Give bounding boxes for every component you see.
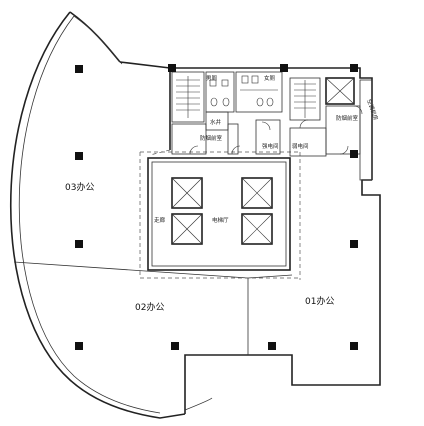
label-women-wc: 女厕 [264, 74, 276, 82]
column [75, 65, 83, 73]
core [139, 151, 301, 280]
smoke-room-right [325, 105, 361, 155]
column [168, 64, 176, 72]
vertical-shaft [359, 79, 373, 181]
label-smoke-room-right: 防烟前室 [336, 114, 359, 122]
label-smoke-room-left: 防烟前室 [200, 134, 223, 142]
column [280, 64, 288, 72]
column [75, 240, 83, 248]
elevator-right-top [241, 177, 273, 209]
stair-right [289, 77, 321, 121]
column [350, 342, 358, 350]
label-corridor: 走廊 [154, 216, 166, 224]
label-elevator-hall: 电梯厅 [212, 216, 229, 224]
freight-elevator [325, 77, 355, 105]
label-office-03: 03办公 [65, 181, 94, 193]
label-vertical-shaft: 空调机房 [365, 98, 380, 122]
label-weak-elec: 弱电间 [292, 142, 309, 150]
label-office-02: 02办公 [135, 301, 164, 313]
outer-walls [10, 11, 381, 419]
office-partitions [13, 149, 293, 355]
smoke-room-left [171, 123, 207, 155]
elevator-left-top [171, 177, 203, 209]
label-men-wc: 男厕 [206, 75, 218, 82]
label-office-01: 01办公 [305, 295, 334, 307]
column [350, 150, 358, 158]
women-wc [235, 71, 283, 113]
strong-elec-room [255, 119, 281, 155]
elevator-right-bottom [241, 213, 273, 245]
water-shaft [205, 111, 229, 131]
column [350, 240, 358, 248]
columns [75, 64, 358, 350]
column [75, 152, 83, 160]
column [350, 64, 358, 72]
elevator-left-bottom [171, 213, 203, 245]
stair-left [171, 71, 205, 123]
column [268, 342, 276, 350]
column [75, 342, 83, 350]
column [171, 342, 179, 350]
service-core [171, 71, 373, 181]
label-water-shaft: 水井 [210, 118, 222, 126]
label-strong-elec: 强电间 [262, 142, 279, 150]
room-labels: 03办公 02办公 01办公 男厕 女厕 水井 防烟前室 防烟前室 强电间 弱电… [65, 74, 380, 313]
